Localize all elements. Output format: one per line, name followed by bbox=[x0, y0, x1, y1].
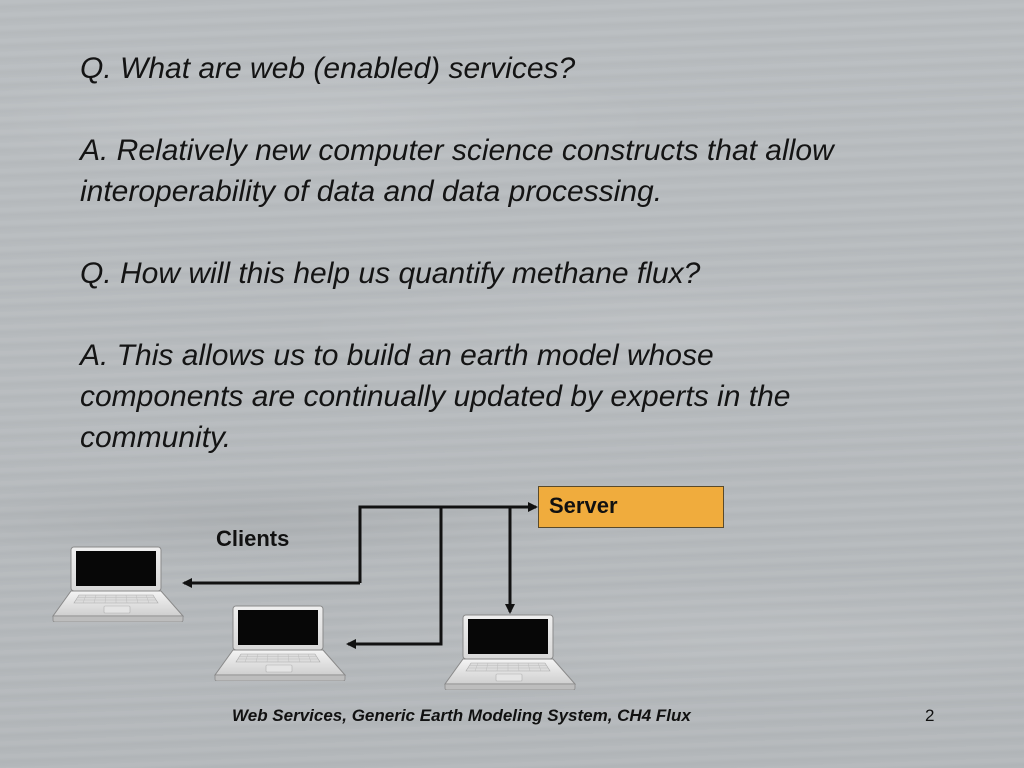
laptop-icon bbox=[52, 546, 184, 622]
clients-label: Clients bbox=[216, 526, 290, 551]
to-server-arrow bbox=[358, 502, 538, 583]
qa-text-block: Q. What are web (enabled) services? A. R… bbox=[80, 48, 960, 458]
answer-1-line-1: A. Relatively new computer science const… bbox=[80, 134, 834, 167]
answer-2-line-1: A. This allows us to build an earth mode… bbox=[80, 339, 714, 372]
page-number: 2 bbox=[925, 706, 935, 725]
footer-title: Web Services, Generic Earth Modeling Sys… bbox=[232, 706, 691, 725]
laptop-icon bbox=[444, 614, 576, 690]
answer-2-line-2: components are continually updated by ex… bbox=[80, 380, 791, 413]
question-1: Q. What are web (enabled) services? bbox=[80, 52, 576, 85]
connector-lines bbox=[182, 502, 538, 649]
answer-2-line-3: community. bbox=[80, 421, 232, 454]
server-box: Server bbox=[538, 486, 724, 528]
question-2: Q. How will this help us quantify methan… bbox=[80, 257, 701, 290]
server-label: Server bbox=[549, 493, 618, 518]
laptop-icon bbox=[214, 605, 346, 681]
answer-1-line-2: interoperability of data and data proces… bbox=[80, 175, 663, 208]
to-client-2-arrow bbox=[346, 507, 443, 649]
